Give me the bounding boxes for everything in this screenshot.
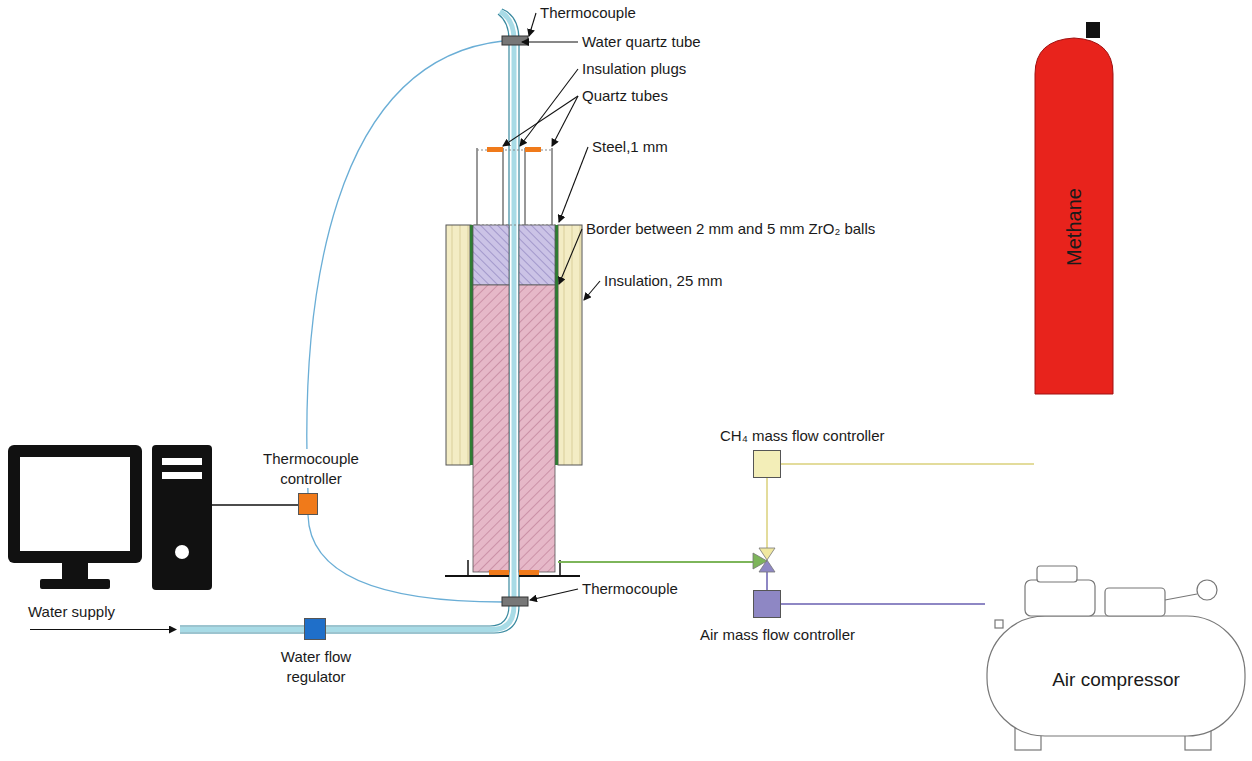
reactor-part [502, 597, 528, 606]
reactor-part [503, 148, 504, 225]
gas-lines [558, 478, 775, 590]
node-label: CH₄ mass flow controller [720, 426, 885, 446]
leader-arrow [552, 96, 578, 146]
reactor-part [519, 225, 555, 285]
computer-part [62, 563, 88, 579]
reactor-part [473, 225, 509, 285]
part-label: Water quartz tube [582, 33, 701, 51]
gas-lines-part [766, 570, 768, 590]
reactor-part [519, 570, 539, 575]
flow-regulator: Water flow regulator [304, 618, 326, 640]
reactor-part [502, 36, 528, 45]
computer-part [175, 545, 189, 559]
compressor-part [1025, 580, 1095, 616]
gas-lines-part [766, 478, 768, 550]
mass-flow-controller: Air mass flow controller [753, 590, 781, 618]
reactor-part [487, 147, 503, 152]
part-label: Thermocouple [540, 4, 636, 22]
reactor-part [489, 570, 509, 575]
reactor-part [519, 285, 555, 572]
reactor-part [558, 225, 582, 465]
valve-cap [1086, 22, 1100, 38]
water-line-part [180, 14, 509, 626]
leader-arrow [559, 229, 582, 284]
compressor-part [1105, 588, 1165, 616]
compressor-part [1165, 594, 1197, 600]
compressor-part [1037, 566, 1077, 582]
leader-arrow [559, 147, 588, 222]
leader-arrow [584, 281, 600, 300]
part-label: Insulation plugs [582, 60, 686, 78]
gas-lines-part [558, 561, 755, 563]
part-label: Quartz tubes [582, 87, 668, 105]
computer-part [40, 579, 110, 589]
node-label: Water flow regulator [261, 647, 371, 686]
water-line [180, 9, 519, 633]
part-label: Water supply [28, 603, 115, 621]
leader-arrow [30, 629, 176, 630]
reactor-part [525, 148, 526, 225]
part-label: Insulation, 25 mm [604, 272, 722, 290]
reactor-part [552, 148, 553, 225]
reactor-part [519, 575, 580, 577]
reactor-part [470, 225, 473, 465]
compressor-part [995, 620, 1003, 628]
part-label: Steel,1 mm [592, 138, 668, 156]
computer-part [20, 457, 130, 551]
gas-lines-part [753, 553, 767, 569]
gas-line [781, 463, 1034, 465]
cylinder-body [1035, 38, 1113, 394]
compressor-part [1197, 580, 1217, 600]
node-label: Thermocouple controller [249, 449, 373, 488]
compressor-outline [985, 560, 1247, 752]
water-line-part [180, 12, 514, 630]
water-line-part [180, 9, 519, 633]
reactor [445, 36, 582, 606]
reactor-part [445, 575, 509, 577]
reactor-part [525, 147, 541, 152]
part-label: Border between 2 mm and 5 mm ZrO₂ balls [586, 220, 875, 238]
reactor-part [473, 285, 509, 572]
computer-part [162, 458, 202, 465]
node-label: Methane [1061, 188, 1087, 266]
computer-part [212, 504, 298, 506]
leader-arrow [522, 41, 578, 42]
gas-cylinder: Methane [1034, 22, 1114, 395]
part-label: Thermocouple [582, 580, 678, 598]
reactor-part [555, 225, 558, 465]
reactor-part [446, 225, 470, 465]
leader-arrow [520, 69, 578, 146]
controller-box: Thermocouple controller [298, 493, 318, 515]
leader-arrow [503, 96, 578, 146]
leader-arrow [530, 589, 578, 600]
node-label: Air compressor [985, 668, 1247, 693]
computer-part [8, 445, 142, 563]
leader-arrow [529, 13, 536, 36]
mass-flow-controller: CH₄ mass flow controller [753, 450, 781, 478]
reactor-part [477, 148, 478, 225]
gas-line [781, 603, 985, 605]
air-compressor: Air compressor [985, 560, 1247, 752]
computer-part [152, 445, 212, 590]
node-label: Air mass flow controller [700, 625, 855, 645]
computer-part [162, 472, 202, 479]
reactor-part [467, 560, 469, 576]
